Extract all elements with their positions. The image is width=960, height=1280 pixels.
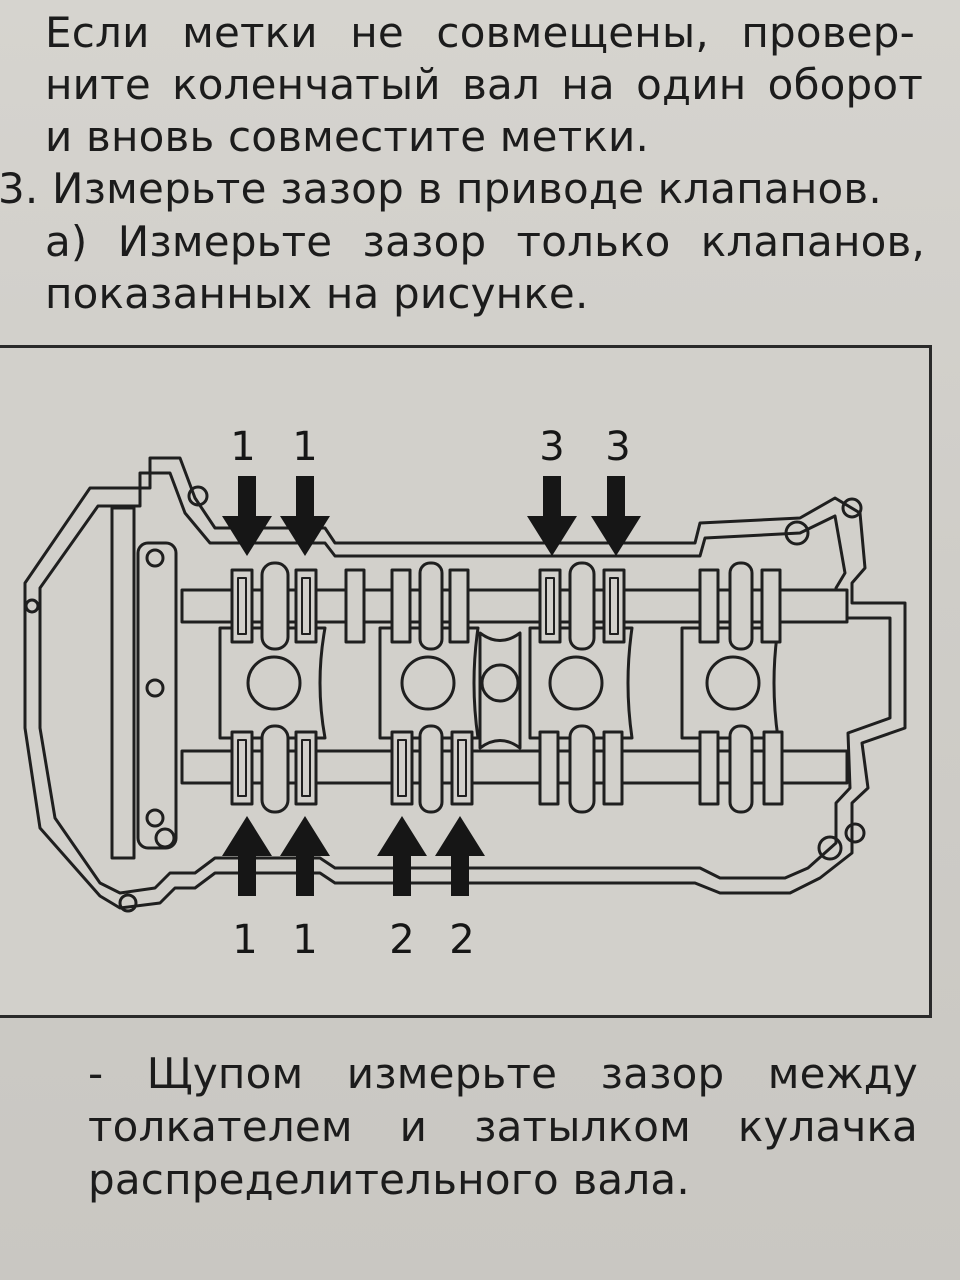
bolt-hole bbox=[145, 678, 165, 698]
bearing-cap bbox=[418, 724, 444, 814]
arrow-up-icon bbox=[377, 816, 427, 896]
intro-text-line-1: Если метки не совмещены, провер- bbox=[45, 8, 915, 57]
note-line-2: толкателем и затылком кулачка bbox=[88, 1102, 918, 1151]
step-3a-line-2: показанных на рисунке. bbox=[45, 269, 589, 318]
bolt-hole bbox=[841, 497, 863, 519]
bolt-hole bbox=[154, 827, 176, 849]
cylinder-bay-2 bbox=[378, 626, 480, 740]
valve-label-top: 3 bbox=[605, 424, 630, 470]
cam-lobe-top bbox=[698, 568, 720, 644]
cam-lobe-top bbox=[344, 568, 366, 644]
cam-lobe-top bbox=[448, 568, 470, 644]
valve-label-top: 3 bbox=[539, 424, 564, 470]
cam-lobe-bottom bbox=[230, 730, 254, 806]
arrow-up-icon bbox=[280, 816, 330, 896]
cylinder-bay-3 bbox=[528, 626, 634, 740]
cam-lobe-bottom bbox=[538, 730, 560, 806]
valve-label-bottom: 2 bbox=[449, 917, 474, 963]
arrow-down-icon bbox=[280, 476, 330, 556]
bearing-cap bbox=[418, 561, 444, 651]
valve-clearance-figure: 1 1 3 3 1 1 2 2 bbox=[0, 345, 932, 1018]
bearing-cap bbox=[728, 561, 754, 651]
cam-lobe-bottom bbox=[698, 730, 720, 806]
spark-plug-hole bbox=[548, 655, 604, 711]
cam-lobe-top bbox=[538, 568, 562, 644]
cylinder-bay-1 bbox=[218, 626, 327, 740]
step-3-heading: 3. Измерьте зазор в приводе клапанов. bbox=[0, 164, 882, 213]
bearing-cap bbox=[728, 724, 754, 814]
cam-lobe-bottom bbox=[762, 730, 784, 806]
sprocket-housing bbox=[136, 541, 178, 850]
spark-plug-hole bbox=[705, 655, 761, 711]
cam-lobe-top bbox=[602, 568, 626, 644]
bolt-hole bbox=[844, 822, 866, 844]
arrow-down-icon bbox=[591, 476, 641, 556]
center-pillar bbox=[478, 631, 522, 750]
cam-lobe-top bbox=[390, 568, 412, 644]
valve-label-top: 1 bbox=[292, 424, 317, 470]
bearing-cap bbox=[568, 561, 596, 651]
intro-text-line-3: и вновь совместите метки. bbox=[45, 112, 649, 161]
cylinder-head-diagram: 1 1 3 3 1 1 2 2 bbox=[23, 424, 907, 963]
arrow-up-icon bbox=[222, 816, 272, 896]
bolt-hole bbox=[145, 548, 165, 568]
cam-lobe-top bbox=[294, 568, 318, 644]
cam-lobe-bottom bbox=[450, 730, 474, 806]
cam-lobe-bottom bbox=[294, 730, 318, 806]
bolt-hole bbox=[784, 520, 810, 546]
bolt-hole bbox=[187, 485, 209, 507]
intro-text-line-2: ните коленчатый вал на один оборот bbox=[45, 60, 923, 109]
valve-label-bottom: 1 bbox=[232, 917, 257, 963]
arrow-down-icon bbox=[222, 476, 272, 556]
bearing-cap bbox=[260, 724, 290, 814]
valve-label-bottom: 1 bbox=[292, 917, 317, 963]
gasket-line bbox=[38, 471, 892, 895]
bolt-hole bbox=[24, 598, 40, 614]
note-line-1: - Щупом измерьте зазор между bbox=[88, 1049, 918, 1098]
valve-label-bottom: 2 bbox=[389, 917, 414, 963]
bolt-hole bbox=[145, 808, 165, 828]
step-3a-line-1: а) Измерьте зазор только клапанов, bbox=[45, 217, 925, 266]
cam-lobe-top bbox=[760, 568, 782, 644]
note-line-3: распределительного вала. bbox=[88, 1155, 690, 1204]
arrow-up-icon bbox=[435, 816, 485, 896]
bolt-hole bbox=[118, 893, 138, 913]
bearing-cap bbox=[260, 561, 290, 651]
spark-plug-hole bbox=[246, 655, 302, 711]
cam-lobe-bottom bbox=[390, 730, 414, 806]
arrow-down-icon bbox=[527, 476, 577, 556]
valve-label-top: 1 bbox=[230, 424, 255, 470]
cam-lobe-bottom bbox=[602, 730, 624, 806]
chain-guide bbox=[110, 506, 136, 860]
spark-plug-hole bbox=[480, 663, 520, 703]
bolt-hole bbox=[817, 835, 843, 861]
cam-lobe-top bbox=[230, 568, 254, 644]
bearing-cap bbox=[568, 724, 596, 814]
spark-plug-hole bbox=[400, 655, 456, 711]
